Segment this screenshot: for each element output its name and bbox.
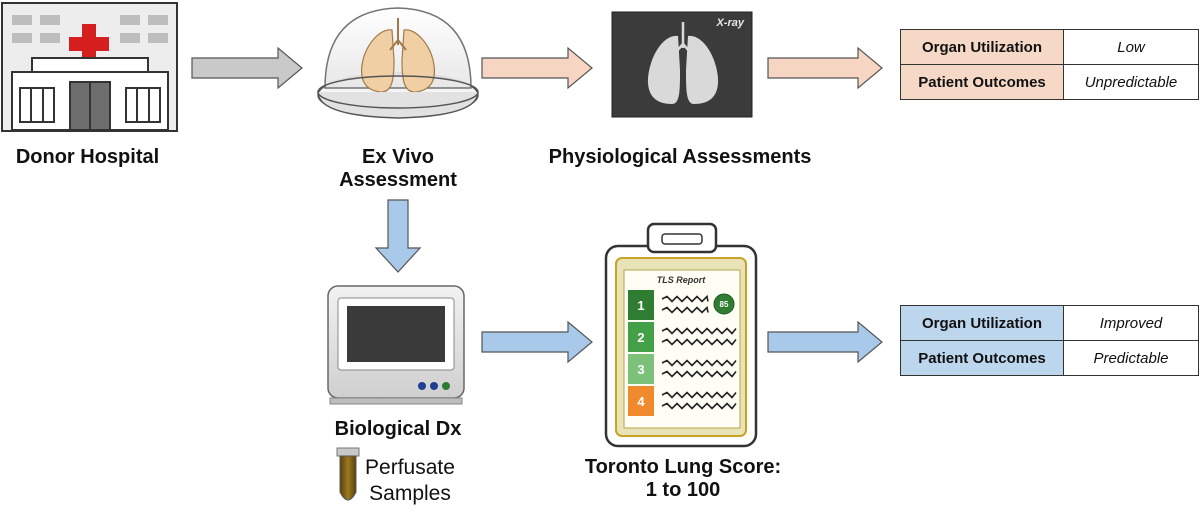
table-row: Organ Utilization Low [900,29,1199,65]
xray-image: X-ray [611,11,753,118]
arrow-exvivo-to-biological [374,199,422,273]
clipboard-icon: TLS Report 1 2 3 4 85 [604,222,758,448]
xray-label: X-ray [715,17,744,29]
report-row-tab [628,386,654,416]
outcomes-table-current: Organ Utilization Low Patient Outcomes U… [900,29,1199,100]
perfusion-machine-icon [327,285,465,405]
label-ex-vivo-line2: Assessment [339,169,457,191]
outcome-value: Unpredictable [1063,64,1199,100]
report-scribble-line [661,294,709,303]
arrow-biological-to-tls [481,320,593,364]
outcome-key: Patient Outcomes [900,64,1064,100]
hospital-icon [1,2,178,132]
table-row: Organ Utilization Improved [900,305,1199,341]
report-row-number: 4 [637,394,645,409]
outcome-key: Organ Utilization [900,305,1064,341]
label-perfusate-line2: Samples [369,482,451,505]
report-scribble-line [661,370,737,378]
report-rows: 1 2 3 4 [628,290,737,416]
outcome-value: Predictable [1063,340,1199,376]
report-row-number: 1 [637,298,644,313]
machine-screen [347,306,445,362]
table-row: Patient Outcomes Predictable [900,340,1199,376]
label-donor-hospital: Donor Hospital [15,146,160,168]
red-cross-icon [69,24,109,64]
label-tls-line1: Toronto Lung Score: [584,456,782,478]
arrow-exvivo-to-physiological [481,46,593,90]
outcome-key: Organ Utilization [900,29,1064,65]
score-badge-value: 85 [720,300,729,309]
report-row-tab [628,322,654,352]
label-biological: Biological Dx [334,418,462,440]
report-row-number: 3 [637,362,644,377]
label-ex-vivo-line1: Ex Vivo [362,146,434,168]
outcome-key: Patient Outcomes [900,340,1064,376]
label-physiological: Physiological Assessments [548,146,812,168]
ex-vivo-dome-icon [317,7,479,119]
label-perfusate: Perfusate Samples [360,455,460,507]
report-scribble-line [661,391,737,399]
arrow-physiological-to-outcomes [767,46,883,90]
arrow-hospital-to-exvivo [191,46,303,90]
report-row-tab [628,354,654,384]
report-row-number: 2 [637,330,644,345]
report-title: TLS Report [657,275,707,285]
table-row: Patient Outcomes Unpredictable [900,64,1199,100]
label-ex-vivo: Ex Vivo Assessment [318,146,478,192]
report-scribble-line [661,402,737,410]
outcomes-table-tls: Organ Utilization Improved Patient Outco… [900,305,1199,376]
report-scribble-line [661,359,737,367]
report-scribble-line [661,338,737,346]
report-scribble-line [661,327,737,335]
test-tube-icon [336,447,360,501]
outcome-value: Improved [1063,305,1199,341]
label-tls-line2: 1 to 100 [645,479,721,501]
report-scribble-line [661,305,709,314]
outcome-value: Low [1063,29,1199,65]
arrow-tls-to-outcomes [767,320,883,364]
label-tls: Toronto Lung Score: 1 to 100 [570,456,796,502]
score-badge [713,293,735,315]
label-perfusate-line1: Perfusate [365,456,455,479]
report-row-tab [628,290,654,320]
